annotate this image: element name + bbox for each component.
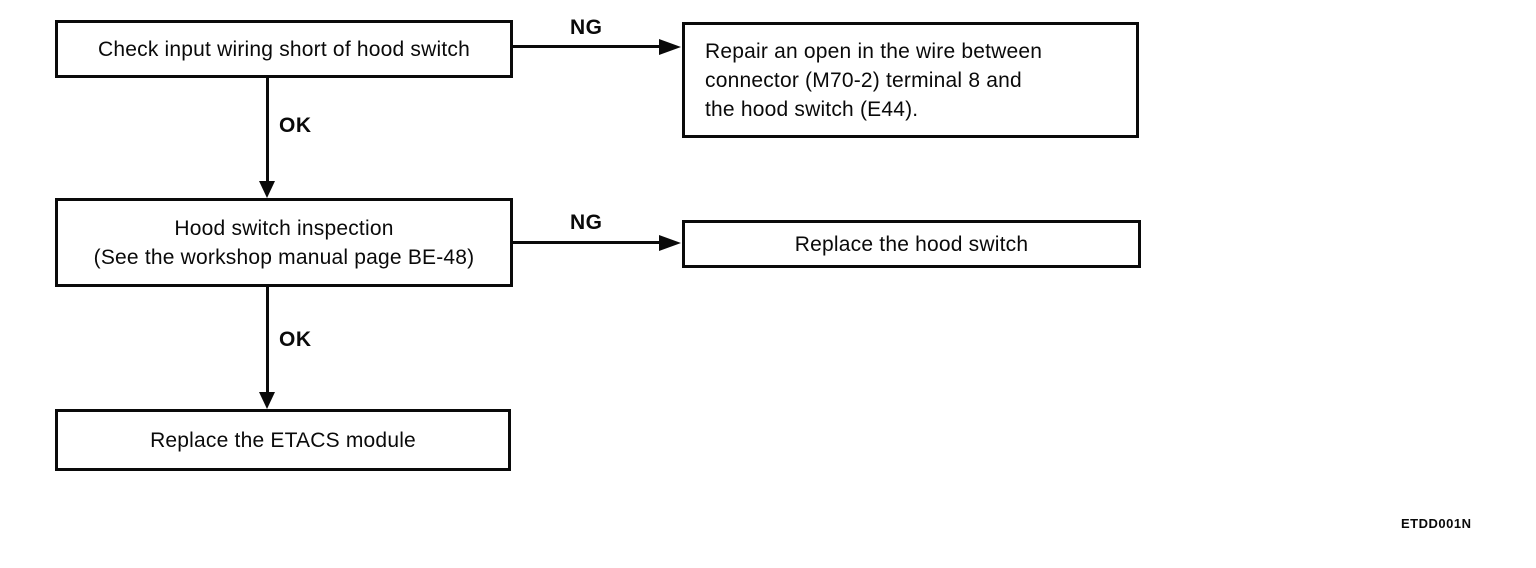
ok-label-1: OK [279,114,312,137]
ok-label-2: OK [279,328,312,351]
figure-code: ETDD001N [1401,516,1472,531]
ok-arrow-2-head-icon [259,392,275,409]
ng-arrow-2-head-icon [659,235,681,251]
flow-box-label: Check input wiring short of hood switch [98,37,470,61]
ng-arrow-1-line [513,45,661,48]
flow-box-label: Replace the ETACS module [150,428,416,452]
ng-arrow-2-line [513,241,661,244]
ok-arrow-1-line [266,78,269,184]
ng-arrow-1-head-icon [659,39,681,55]
flow-box-hood-switch-inspection: Hood switch inspection (See the workshop… [55,198,513,287]
flow-box-check-input-wiring: Check input wiring short of hood switch [55,20,513,78]
ok-arrow-2-line [266,287,269,394]
flow-box-line: Repair an open in the wire between [705,39,1043,63]
flow-box-line: Hood switch inspection [174,216,394,240]
flow-box-repair-wire: Repair an open in the wire between conne… [682,22,1139,138]
flow-box-line: the hood switch (E44). [705,97,919,121]
ng-label-1: NG [570,16,603,39]
ok-arrow-1-head-icon [259,181,275,198]
flow-box-line: connector (M70-2) terminal 8 and [705,68,1022,92]
flow-box-replace-etacs: Replace the ETACS module [55,409,511,471]
ng-label-2: NG [570,211,603,234]
flow-box-line: (See the workshop manual page BE-48) [93,245,475,269]
flow-box-replace-hood-switch: Replace the hood switch [682,220,1141,268]
flow-box-label: Replace the hood switch [794,232,1029,256]
